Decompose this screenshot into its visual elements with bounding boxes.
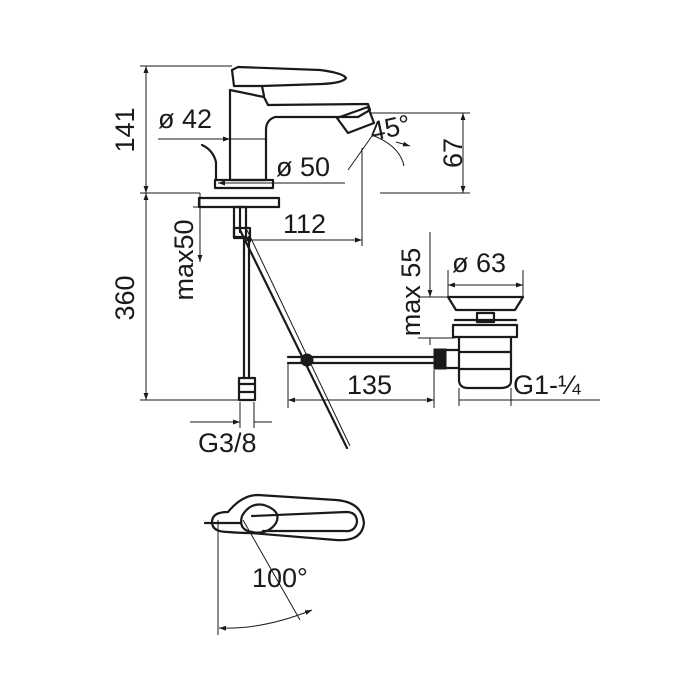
popup-lift-rod — [238, 228, 349, 450]
faucet-spout-tip — [335, 105, 376, 135]
mounting-plate — [197, 196, 281, 209]
label-141: 141 — [110, 107, 140, 152]
linkage-clip — [300, 353, 314, 367]
faucet-top-view — [203, 493, 366, 542]
drain-grate — [475, 311, 496, 324]
faucet-base-plate — [213, 178, 275, 190]
drain-body — [457, 335, 513, 390]
label-100-deg: 100° — [252, 563, 308, 593]
drain-nut — [451, 323, 519, 339]
top-view-lever — [240, 503, 279, 534]
label-dia-63: ø 63 — [452, 248, 506, 278]
dimension-labels: 141 ø 42 45° ø 50 67 112 max50 360 max 5… — [110, 104, 581, 593]
faucet-body — [228, 88, 372, 182]
label-112: 112 — [283, 209, 326, 239]
drain-flange — [446, 295, 525, 312]
label-g1-quarter: G1-¼ — [513, 370, 581, 400]
linkage-clamp — [433, 348, 447, 370]
label-dia-42: ø 42 — [158, 104, 212, 134]
label-max-55: max 55 — [396, 248, 426, 337]
faucet-side-view — [197, 65, 447, 450]
label-360: 360 — [110, 275, 140, 320]
label-67: 67 — [438, 138, 468, 168]
waste-drain-view — [444, 295, 525, 390]
dimension-lines — [140, 65, 600, 635]
faucet-lever — [230, 65, 348, 88]
label-45-deg: 45° — [367, 109, 413, 147]
popup-rod-top — [200, 143, 218, 182]
label-g3-8: G3/8 — [198, 428, 257, 458]
hose-connector — [237, 376, 257, 402]
label-135: 135 — [347, 370, 392, 400]
top-view-outline — [210, 493, 366, 542]
label-max50: max50 — [169, 219, 199, 300]
label-dia-50: ø 50 — [276, 152, 330, 182]
